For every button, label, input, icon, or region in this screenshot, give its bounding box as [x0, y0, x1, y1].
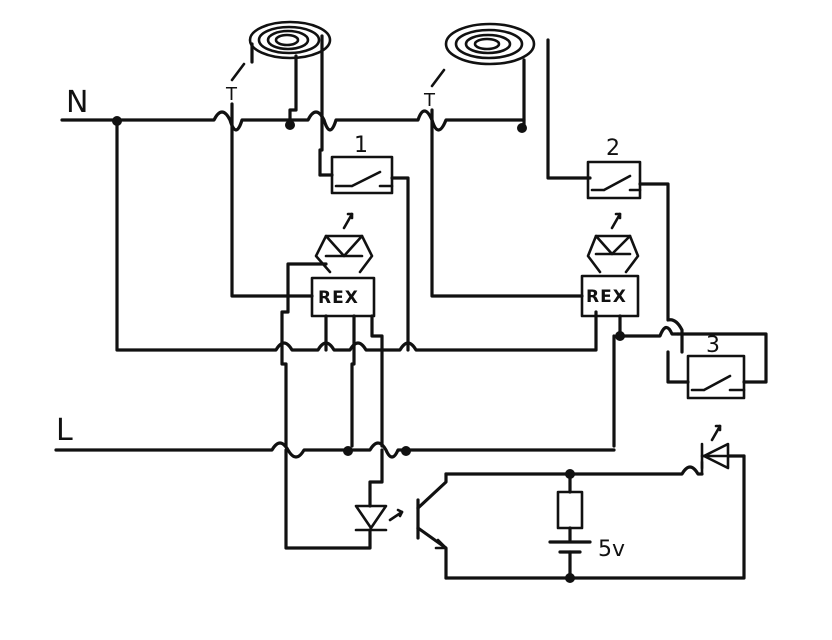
heater-1-lead-right — [288, 54, 298, 127]
relay-3-box — [686, 354, 746, 400]
rex-left-down-d — [280, 294, 290, 448]
heater-coil-2 — [444, 22, 536, 66]
rex-controller-right — [580, 274, 640, 318]
heater-2-lead-far — [546, 38, 592, 180]
relay-2-out — [638, 182, 684, 354]
relay-3-label: 3 — [706, 333, 720, 358]
relay-1-label: 1 — [354, 133, 368, 158]
rex-controller-left — [310, 276, 376, 318]
relay-1-box — [330, 155, 394, 195]
junction-dot — [565, 573, 575, 583]
relay-2-box — [586, 160, 642, 200]
live-label: L — [56, 413, 73, 448]
rex-left-label: REX — [318, 288, 359, 308]
neutral-drop — [115, 119, 598, 352]
thermostat-switch-1 — [230, 62, 246, 82]
led-right — [586, 212, 640, 274]
junction-dot — [615, 331, 625, 341]
supply-top-wire — [444, 465, 704, 476]
led-left — [314, 212, 374, 274]
phototransistor — [416, 472, 448, 580]
rex-left-wire — [286, 262, 328, 298]
relay-1-contact — [334, 170, 394, 188]
thermostat-2-wire — [430, 108, 584, 298]
resistor — [556, 490, 584, 530]
heater-coil-1 — [248, 20, 332, 60]
relay-2-label: 2 — [606, 136, 620, 161]
rex-left-down-b — [350, 314, 356, 448]
thermostat-switch-2 — [430, 68, 446, 88]
thermostat-1-wire — [230, 102, 314, 298]
rex-left-down-c — [370, 314, 384, 448]
status-led — [700, 424, 730, 476]
rex-right-label: REX — [586, 287, 627, 307]
relay-3-loop — [666, 332, 768, 384]
live-rail — [54, 441, 616, 459]
relay-1-out — [390, 176, 410, 352]
junction-dot — [401, 446, 411, 456]
relay-3-contact — [690, 374, 746, 392]
thermostat-label-2: T — [423, 90, 436, 111]
opto-led-wire-left — [284, 448, 372, 550]
neutral-label: N — [66, 85, 88, 120]
opto-led-wire-top — [368, 448, 384, 508]
thermostat-label-1: T — [225, 84, 238, 105]
rex-right-down — [618, 314, 680, 338]
heater-1-lead-far — [318, 34, 324, 177]
relay-2-contact — [590, 174, 642, 192]
supply-voltage-label: 5v — [598, 537, 625, 562]
junction-dot — [343, 446, 353, 456]
opto-led — [354, 504, 404, 532]
